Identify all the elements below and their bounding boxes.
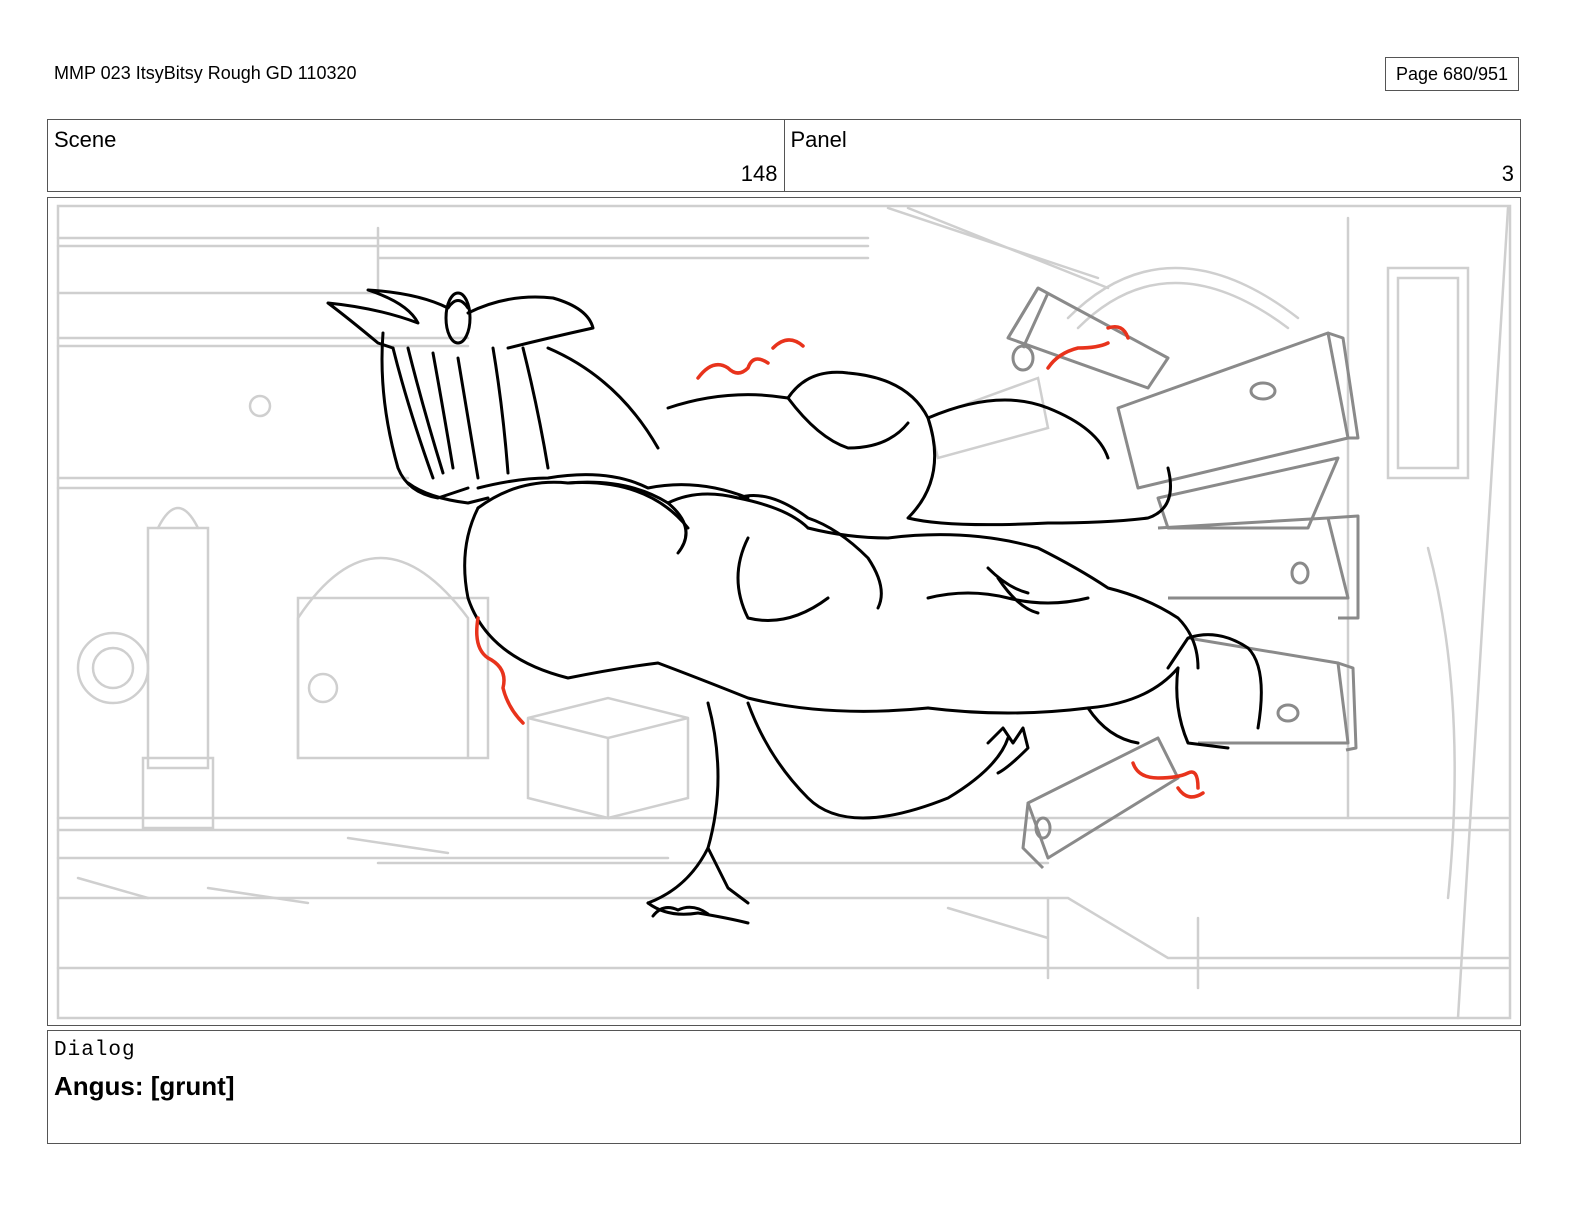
effect-marks (475, 325, 1205, 799)
panel-number: 3 (1501, 161, 1514, 186)
scene-panel-info: Scene 148 Panel 3 (47, 119, 1521, 192)
scene-number: 148 (740, 161, 778, 186)
scene-label: Scene (54, 127, 117, 152)
scene-cell: Scene 148 (48, 120, 784, 191)
dialog-label: Dialog (54, 1039, 136, 1062)
panel-cell: Panel 3 (783, 120, 1521, 191)
panel-label: Panel (790, 127, 847, 152)
dialog-text: Angus: [grunt] (54, 1071, 235, 1101)
dialog-box: Dialog Angus: [grunt] (47, 1030, 1521, 1144)
background-sketch (56, 204, 1512, 1020)
storyboard-panel (47, 197, 1521, 1026)
storyboard-sketch (56, 204, 1512, 1020)
page-number: Page 680/951 (1385, 57, 1519, 91)
document-title: MMP 023 ItsyBitsy Rough GD 110320 (54, 63, 357, 83)
character-sketch (326, 288, 1263, 925)
prop-motion-sketch (1006, 286, 1360, 870)
